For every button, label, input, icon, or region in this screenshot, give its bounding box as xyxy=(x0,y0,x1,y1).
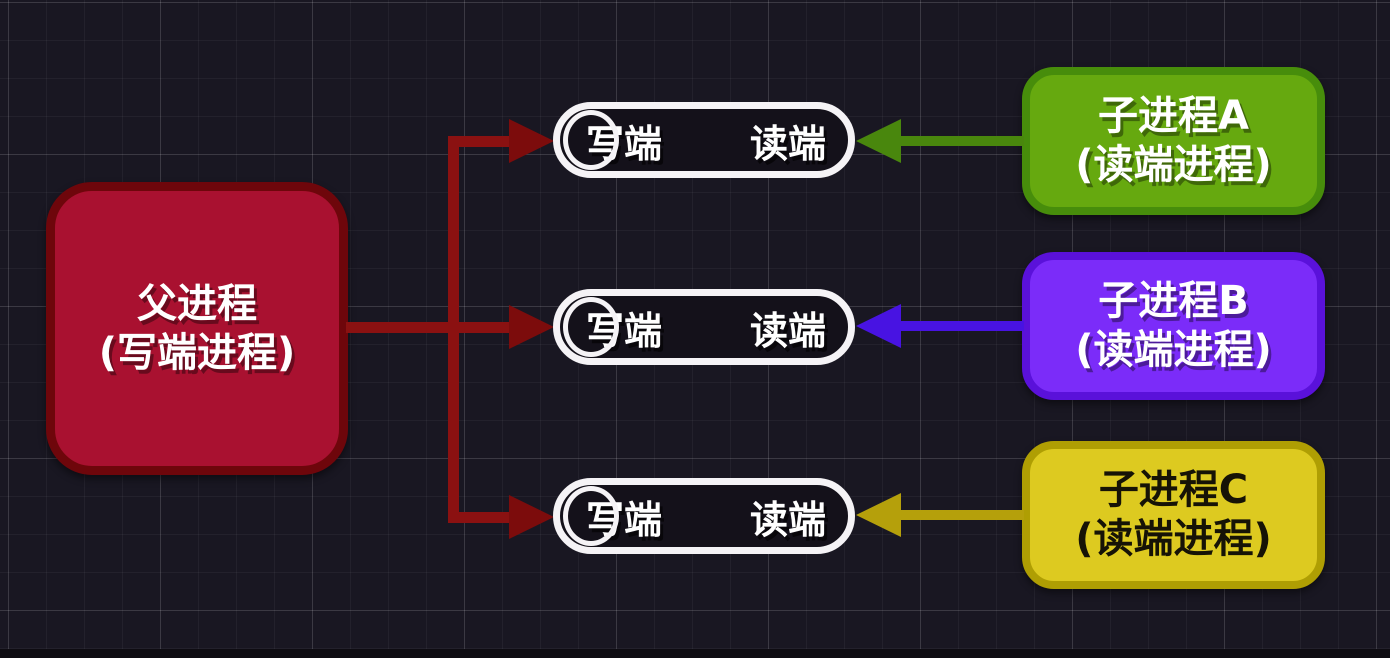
parent-process-title: 父进程 xyxy=(137,280,257,327)
parent-connector-top-line xyxy=(448,136,514,147)
pipe-3-cap-ellipse xyxy=(563,486,619,546)
child-b-connector-line xyxy=(898,321,1024,331)
child-b-subtitle: (读端进程) xyxy=(1075,327,1272,373)
pipe-3-read-end-label: 读端 xyxy=(749,497,826,542)
arrowhead-from-child-b-icon xyxy=(856,304,901,348)
child-c-connector-line xyxy=(898,510,1024,520)
pipe-node-1: 写端 读端 xyxy=(553,102,855,178)
pipe-2-read-end-label: 读端 xyxy=(749,308,826,353)
child-a-connector-line xyxy=(898,136,1024,146)
pipe-node-3: 写端 读端 xyxy=(553,478,855,554)
arrowhead-from-child-a-icon xyxy=(856,119,901,163)
parent-process-node: 父进程 (写端进程) xyxy=(46,182,348,475)
child-process-b-node: 子进程B (读端进程) xyxy=(1022,252,1325,400)
child-process-c-node: 子进程C (读端进程) xyxy=(1022,441,1325,589)
child-process-a-node: 子进程A (读端进程) xyxy=(1022,67,1325,215)
parent-process-subtitle: (写端进程) xyxy=(98,329,296,376)
arrowhead-from-child-c-icon xyxy=(856,493,901,537)
arrowhead-to-pipe-1-icon xyxy=(509,119,554,163)
parent-connector-middle-line xyxy=(346,322,514,333)
child-a-subtitle: (读端进程) xyxy=(1075,142,1272,188)
child-a-title: 子进程A xyxy=(1098,93,1249,140)
pipe-2-cap-ellipse xyxy=(563,297,619,357)
parent-connector-trunk-line xyxy=(448,136,459,523)
arrowhead-to-pipe-2-icon xyxy=(509,305,554,349)
child-c-title: 子进程C xyxy=(1098,467,1249,514)
arrowhead-to-pipe-3-icon xyxy=(509,495,554,539)
pipe-node-2: 写端 读端 xyxy=(553,289,855,365)
pipe-1-read-end-label: 读端 xyxy=(749,121,826,166)
parent-connector-bottom-line xyxy=(448,512,514,523)
child-c-subtitle: (读端进程) xyxy=(1075,516,1272,562)
child-b-title: 子进程B xyxy=(1098,278,1249,325)
pipe-1-cap-ellipse xyxy=(563,110,619,170)
canvas-bottom-edge xyxy=(0,649,1390,658)
